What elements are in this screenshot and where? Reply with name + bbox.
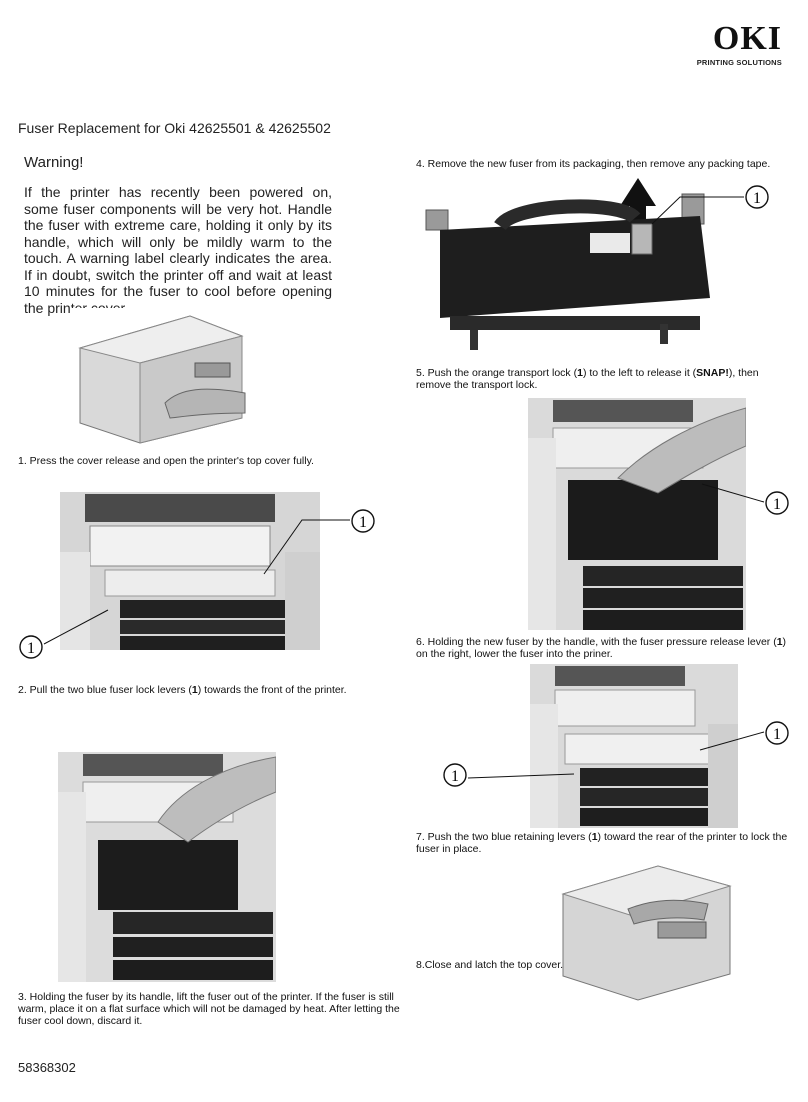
- step-5-photo: [528, 398, 746, 630]
- step-6-leader-right: [699, 731, 765, 751]
- step-4-caption: 4. Remove the new fuser from its packagi…: [416, 158, 771, 170]
- step-3-caption: 3. Holding the fuser by its handle, lift…: [18, 991, 400, 1027]
- callout-number: 1: [451, 768, 459, 785]
- step-2-caption: 2. Pull the two blue fuser lock levers (…: [18, 684, 347, 696]
- step-6-callout-left: 1: [442, 762, 468, 788]
- step-4-photo: [420, 178, 720, 358]
- warning-heading: Warning!: [24, 154, 84, 171]
- callout-number: 1: [773, 496, 781, 513]
- step-8-caption: 8.Close and latch the top cover.: [416, 959, 564, 971]
- callout-number: 1: [753, 190, 761, 207]
- callout-number: 1: [359, 514, 367, 531]
- step-2-leader-left: [43, 609, 109, 645]
- step-2-callout-right: 1: [350, 508, 376, 534]
- step-4-leader: [651, 196, 744, 225]
- step-4-callout: 1: [744, 184, 770, 210]
- step-6-callout-right: 1: [764, 720, 790, 746]
- step-3-photo: [58, 752, 276, 982]
- page-title: Fuser Replacement for Oki 42625501 & 426…: [18, 120, 331, 136]
- logo-wordmark: OKI: [712, 20, 782, 57]
- step-1-caption: 1. Press the cover release and open the …: [18, 455, 314, 467]
- callout-number: 1: [27, 640, 35, 657]
- step-7-caption: 7. Push the two blue retaining levers (1…: [416, 831, 788, 855]
- step-6-caption: 6. Holding the new fuser by the handle, …: [416, 636, 787, 660]
- step-2-photo: [60, 492, 320, 650]
- logo-tagline: PRINTING SOLUTIONS: [696, 58, 782, 67]
- oki-logo: OKI PRINTING SOLUTIONS: [686, 20, 782, 68]
- step-5-leader: [701, 483, 765, 503]
- step-5-caption: 5. Push the orange transport lock (1) to…: [416, 367, 759, 391]
- warning-body: If the printer has recently been powered…: [24, 184, 332, 316]
- up-arrow-icon: [620, 178, 656, 228]
- document-number: 58368302: [18, 1060, 76, 1075]
- callout-number: 1: [773, 726, 781, 743]
- step-2-callout-left: 1: [18, 634, 44, 660]
- step-5-callout: 1: [764, 490, 790, 516]
- step-2-leader-right: [263, 519, 350, 575]
- step-1-photo: [70, 308, 250, 448]
- step-6-photo: [530, 664, 738, 828]
- step-6-leader-left: [467, 773, 575, 779]
- step-8-photo: [558, 864, 734, 1002]
